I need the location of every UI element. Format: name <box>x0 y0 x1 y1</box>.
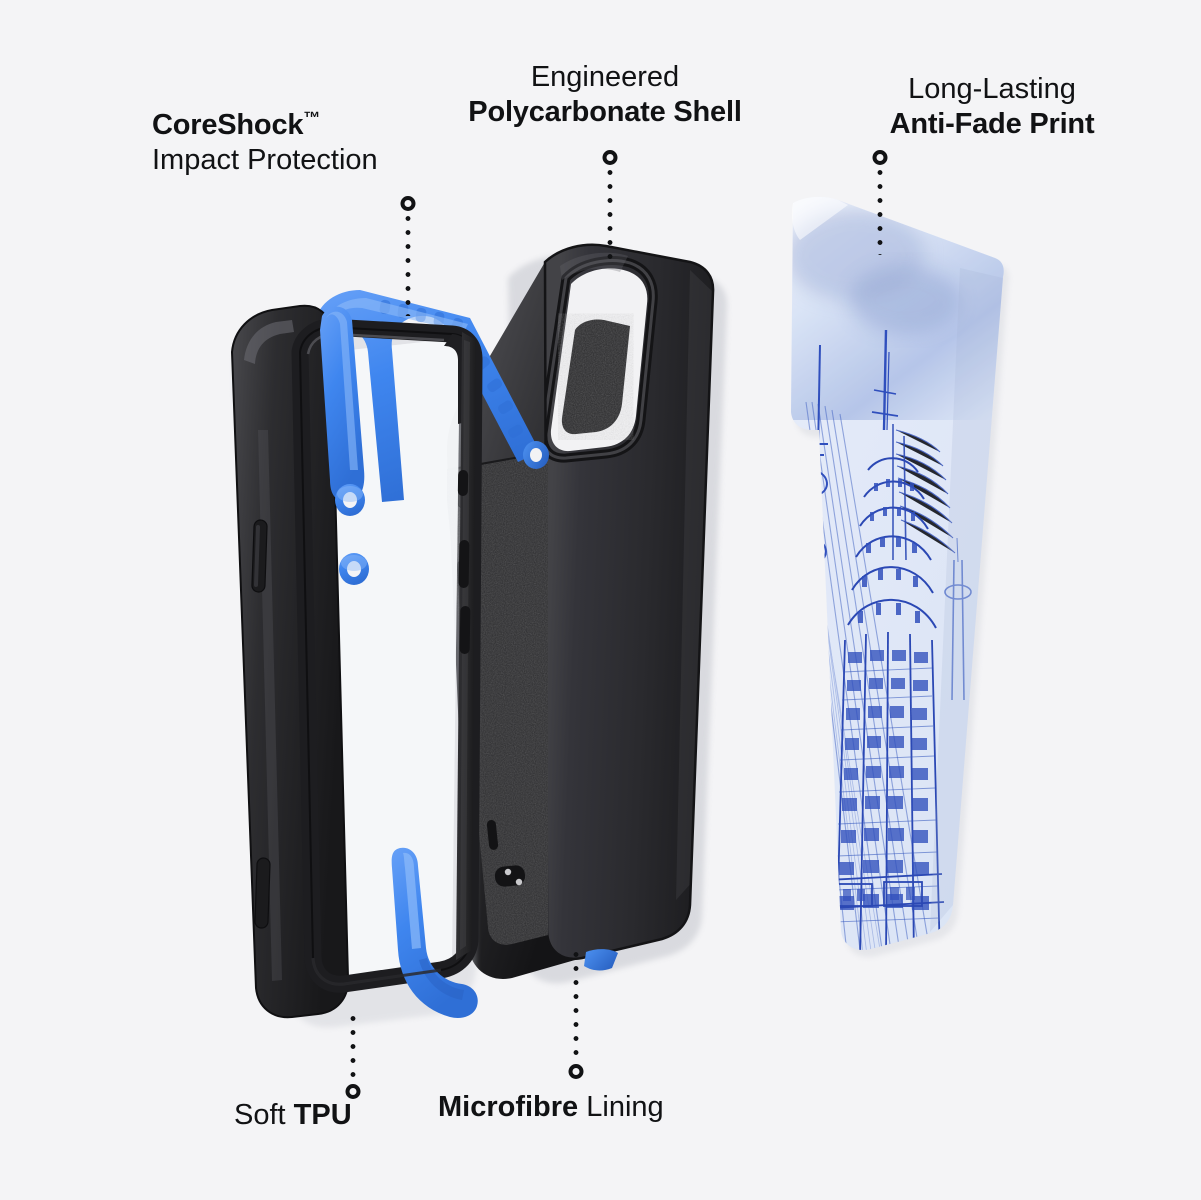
callout-polycarbonate: Engineered Polycarbonate Shell <box>425 60 785 131</box>
leader-ring <box>568 1064 583 1079</box>
trademark-symbol: ™ <box>303 108 321 128</box>
callout-antifade-line1: Long-Lasting <box>908 73 1076 105</box>
callout-microfibre-emphasis: Microfibre <box>438 1091 579 1123</box>
callout-coreshock: CoreShock™ Impact Protection <box>152 108 378 179</box>
callout-polycarbonate-line1: Engineered <box>530 61 680 93</box>
callout-antifade: Long-Lasting Anti-Fade Print <box>862 72 1122 143</box>
leader-ring <box>345 1084 360 1099</box>
leader-ring <box>400 196 415 211</box>
callout-coreshock-line2: Impact Protection <box>152 144 378 177</box>
clear-tpu-case-art <box>230 290 549 1028</box>
polycarbonate-shell-art <box>446 243 728 984</box>
leader-coreshock <box>400 196 415 316</box>
printed-back-panel-art <box>791 196 1009 958</box>
leader-tpu <box>345 1016 360 1102</box>
callout-antifade-line2: Anti-Fade Print <box>889 108 1095 141</box>
leader-dots <box>405 216 410 316</box>
leader-ring <box>872 150 887 165</box>
leader-dots <box>607 170 612 260</box>
callout-polycarbonate-line2: Polycarbonate Shell <box>468 96 742 129</box>
callout-microfibre-text: Microfibre Lining <box>438 1091 664 1123</box>
callout-tpu-prefix: Soft <box>234 1099 294 1131</box>
callout-tpu-text: Soft TPU <box>234 1099 352 1131</box>
callout-coreshock-line1: CoreShock™ <box>152 108 321 141</box>
leader-ring <box>602 150 617 165</box>
callout-microfibre: Microfibre Lining <box>438 1090 664 1125</box>
callout-tpu: Soft TPU <box>234 1098 352 1133</box>
leader-dots <box>573 952 578 1062</box>
leader-polycarbonate <box>602 150 617 260</box>
callout-tpu-emphasis: TPU <box>293 1099 352 1131</box>
leader-dots <box>877 170 882 255</box>
leader-antifade <box>872 150 887 255</box>
leader-microfibre <box>568 952 583 1082</box>
callout-microfibre-suffix: Lining <box>578 1091 664 1123</box>
leader-dots <box>350 1016 355 1082</box>
